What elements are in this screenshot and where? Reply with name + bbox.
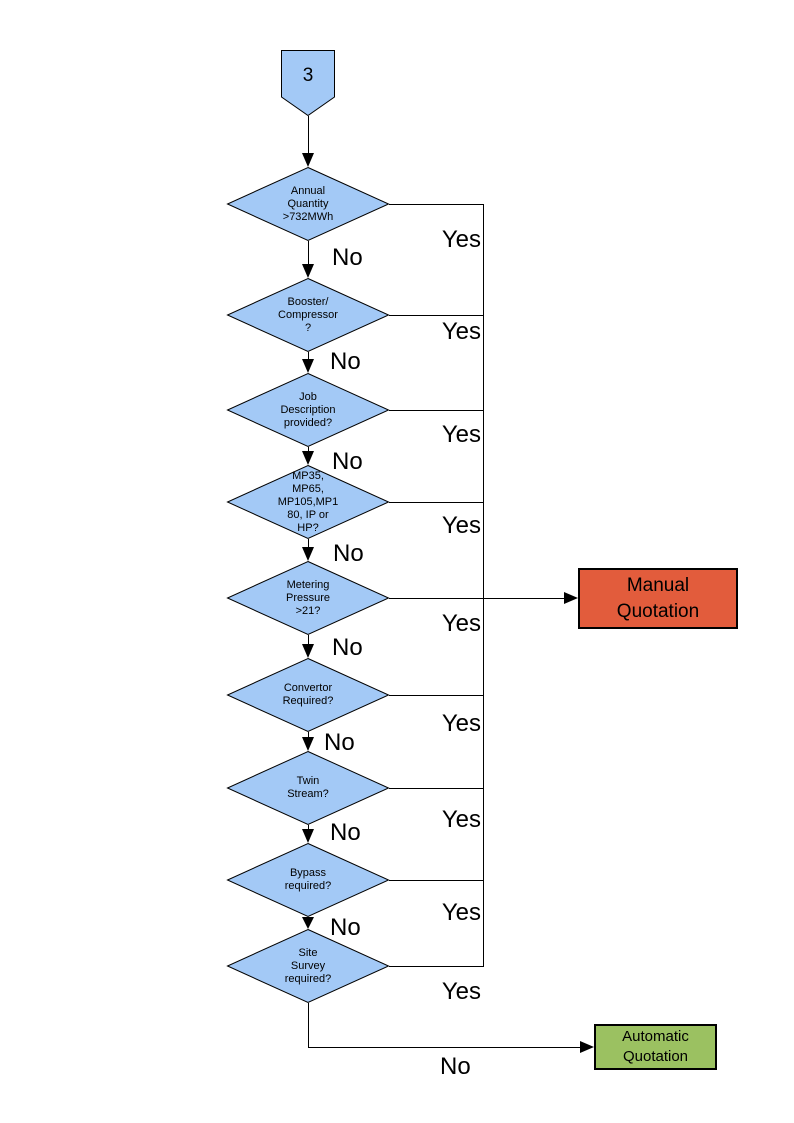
decision-booster-compressor: Booster/ Compressor ? (226, 277, 390, 353)
yes-branch-line (389, 788, 484, 789)
decision-bypass-required: Bypass required? (226, 842, 390, 918)
arrowhead-down-icon (302, 917, 314, 929)
branch-label-yes: Yes (441, 806, 481, 833)
no-flow-line (308, 539, 309, 547)
branch-label-no: No (332, 448, 363, 475)
branch-label-yes: Yes (441, 899, 481, 926)
arrowhead-down-icon (302, 737, 314, 751)
arrowhead-down-icon (302, 644, 314, 658)
decision-site-survey: Site Survey required? (226, 928, 390, 1004)
branch-label-yes: Yes (441, 421, 481, 448)
flow-line-entry (308, 116, 309, 154)
decision-meter-type: MP35, MP65, MP105,MP1 80, IP or HP? (226, 464, 390, 540)
offpage-connector-shape (281, 50, 335, 117)
decision-label: MP35, MP65, MP105,MP1 80, IP or HP? (277, 469, 339, 534)
diamond-shape (226, 928, 390, 1004)
branch-label-yes: Yes (441, 610, 481, 637)
no-flow-line (308, 732, 309, 737)
branch-label-yes: Yes (441, 978, 481, 1005)
decision-label: Metering Pressure >21? (285, 578, 331, 617)
decision-label: Convertor Required? (282, 682, 334, 707)
arrowhead-right-icon (580, 1041, 594, 1053)
offpage-connector-label: 3 (302, 64, 314, 86)
branch-label-yes: Yes (441, 318, 481, 345)
branch-label-yes: Yes (441, 710, 481, 737)
diamond-shape (226, 560, 390, 636)
no-flow-line (308, 825, 309, 829)
yes-branch-line (389, 880, 484, 881)
yes-branch-line (389, 502, 484, 503)
decision-label: Site Survey required? (284, 946, 332, 985)
branch-label-no: No (330, 819, 361, 846)
arrowhead-down-icon (302, 451, 314, 465)
branch-label-no: No (330, 348, 361, 375)
decision-label: Job Description provided? (280, 390, 336, 429)
decision-convertor-required: Convertor Required? (226, 657, 390, 733)
decision-metering-pressure: Metering Pressure >21? (226, 560, 390, 636)
yes-branch-line (389, 315, 484, 316)
branch-label-no: No (330, 914, 361, 941)
no-flow-line (308, 447, 309, 451)
automatic-quotation-label: Automatic Quotation (622, 1028, 689, 1065)
offpage-connector: 3 (281, 50, 335, 117)
arrowhead-down-icon (302, 264, 314, 278)
automatic-quotation-box: Automatic Quotation (594, 1024, 717, 1070)
diamond-shape (226, 372, 390, 448)
no-flow-line (308, 352, 309, 359)
decision-twin-stream: Twin Stream? (226, 750, 390, 826)
diamond-shape (226, 750, 390, 826)
decision-label: Booster/ Compressor ? (278, 295, 338, 334)
branch-label-no: No (332, 634, 363, 661)
arrowhead-down-icon (302, 359, 314, 373)
diamond-shape (226, 464, 390, 540)
diamond-shape (226, 657, 390, 733)
branch-label-no: No (332, 244, 363, 271)
yes-branch-line (389, 966, 484, 967)
diamond-shape (226, 277, 390, 353)
branch-label-no: No (324, 729, 355, 756)
decision-label: Twin Stream? (287, 775, 329, 800)
arrowhead-right-icon (564, 592, 578, 604)
no-flow-line (308, 635, 309, 644)
decision-label: Bypass required? (284, 867, 332, 892)
diamond-shape (226, 842, 390, 918)
branch-label-no: No (333, 540, 364, 567)
yes-trunk-line (483, 204, 484, 967)
arrowhead-down-icon (302, 829, 314, 843)
diamond-shape (226, 166, 390, 242)
yes-branch-line (389, 410, 484, 411)
yes-branch-line (389, 695, 484, 696)
no-flow-line (308, 241, 309, 264)
yes-branch-line (389, 204, 484, 205)
decision-annual-quantity: Annual Quantity >732MWh (226, 166, 390, 242)
branch-label-yes: Yes (441, 512, 481, 539)
yes-branch-line-to-manual (389, 598, 566, 599)
decision-job-description: Job Description provided? (226, 372, 390, 448)
no-flow-line-final (308, 1047, 580, 1048)
manual-quotation-box: Manual Quotation (578, 568, 738, 629)
arrowhead-down-icon (302, 153, 314, 167)
no-flow-line-final (308, 1003, 309, 1047)
arrowhead-down-icon (302, 547, 314, 561)
branch-label-yes: Yes (441, 226, 481, 253)
manual-quotation-label: Manual Quotation (616, 574, 700, 622)
decision-label: Annual Quantity >732MWh (282, 184, 334, 223)
branch-label-no: No (440, 1053, 471, 1080)
